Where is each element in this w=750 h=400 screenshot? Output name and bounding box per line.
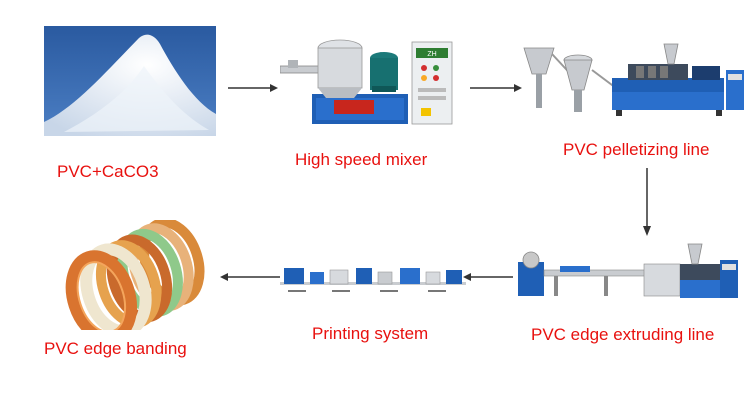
arrow-mixer-to-pelletizing xyxy=(470,84,522,92)
pelletizing-image xyxy=(523,43,744,116)
stage-label-banding: PVC edge banding xyxy=(44,339,187,358)
printing-image xyxy=(280,268,466,292)
arrow-pelletizing-to-extruding xyxy=(643,168,651,236)
powder-image xyxy=(44,26,216,136)
stage-label-mixer: High speed mixer xyxy=(295,150,428,169)
arrow-printing-to-banding xyxy=(220,273,280,281)
banding-image xyxy=(65,220,205,330)
mixer-panel-text: ZH xyxy=(427,51,436,58)
extruding-image xyxy=(518,243,738,298)
arrow-extruding-to-printing xyxy=(463,273,513,281)
stage-label-pelletizing: PVC pelletizing line xyxy=(563,140,710,159)
mixer-image: ZH xyxy=(280,39,453,125)
stage-label-powder: PVC+CaCO3 xyxy=(57,162,159,181)
arrow-powder-to-mixer xyxy=(228,84,278,92)
stage-label-printing: Printing system xyxy=(312,324,429,343)
stage-label-extruding: PVC edge extruding line xyxy=(531,325,715,344)
